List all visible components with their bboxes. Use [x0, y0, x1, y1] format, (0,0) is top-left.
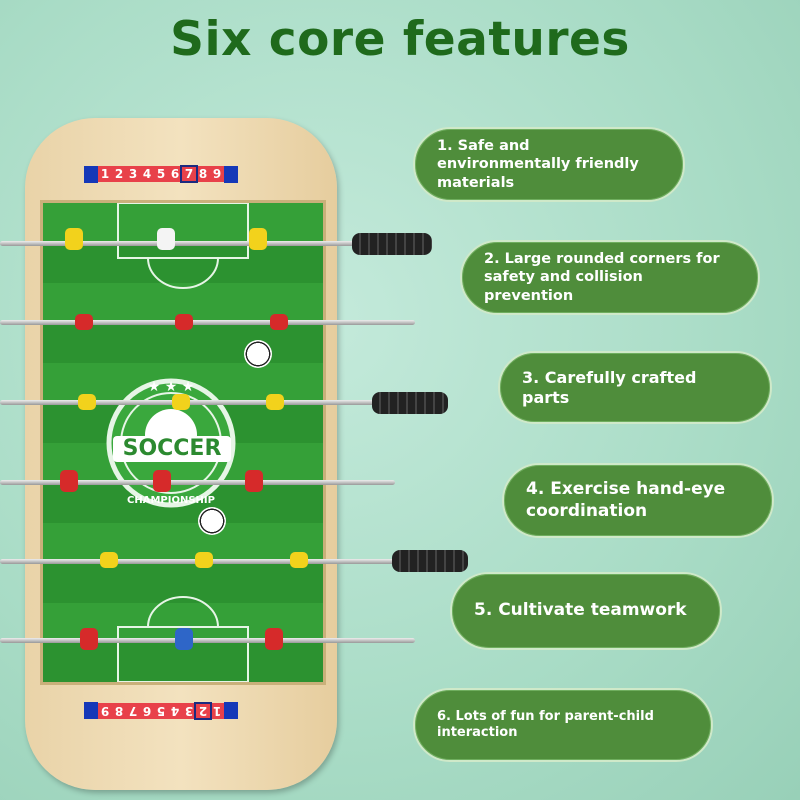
feature-pill-6: 6. Lots of fun for parent-child interact… [413, 688, 713, 762]
rod-handle-3[interactable] [372, 392, 448, 414]
score-digit: 4 [170, 704, 180, 718]
feature-text: 5. Cultivate teamwork [474, 600, 687, 621]
soccer-logo: SOCCER CHAMPIONSHIP ★ ★ ★ [113, 379, 231, 506]
rod-handle-1[interactable] [352, 233, 432, 255]
score-digit: 9 [212, 167, 222, 181]
player-yellow [100, 552, 118, 568]
score-digit: 7 [180, 165, 198, 183]
score-digit: 3 [184, 704, 194, 718]
player-red [153, 470, 171, 492]
score-digit: 1 [100, 167, 110, 181]
score-digit: 2 [114, 167, 124, 181]
ball [198, 507, 226, 535]
score-digit: 5 [156, 167, 166, 181]
player-yellow [65, 228, 83, 250]
ball [244, 340, 272, 368]
feature-text: 6. Lots of fun for parent-child interact… [437, 708, 654, 740]
player-red [175, 314, 193, 330]
feature-text: 2. Large rounded corners for safety and … [484, 251, 720, 304]
player-white [157, 228, 175, 250]
player-yellow [290, 552, 308, 568]
score-digit: 6 [170, 167, 180, 181]
svg-text:CHAMPIONSHIP: CHAMPIONSHIP [127, 495, 215, 506]
score-digit: 4 [142, 167, 152, 181]
score-slider-cap[interactable] [224, 165, 238, 183]
rod-4[interactable] [0, 480, 395, 485]
player-red [265, 628, 283, 650]
feature-pill-5: 5. Cultivate teamwork [450, 572, 722, 650]
score-digit: 8 [114, 704, 124, 718]
feature-text: 4. Exercise hand-eye coordination [526, 479, 726, 521]
score-digit: 5 [156, 704, 166, 718]
score-digit: 1 [212, 704, 222, 718]
score-digit: 9 [100, 704, 110, 718]
soccer-field: SOCCER CHAMPIONSHIP ★ ★ ★ [40, 200, 326, 685]
rod-2[interactable] [0, 320, 415, 325]
svg-text:★ ★ ★: ★ ★ ★ [148, 379, 195, 395]
player-red [270, 314, 288, 330]
field-markings: SOCCER CHAMPIONSHIP ★ ★ ★ [106, 203, 249, 682]
score-slider-cap[interactable] [224, 702, 238, 720]
feature-pill-4: 4. Exercise hand-eye coordination [502, 463, 774, 538]
player-red [75, 314, 93, 330]
score-digit: 3 [128, 167, 138, 181]
svg-text:SOCCER: SOCCER [123, 436, 222, 461]
score-digit: 8 [198, 167, 208, 181]
player-yellow [266, 394, 284, 410]
rod-handle-5[interactable] [392, 550, 468, 572]
player-yellow [249, 228, 267, 250]
score-digit: 2 [194, 702, 212, 720]
player-yellow [195, 552, 213, 568]
player-red [245, 470, 263, 492]
feature-pill-1: 1. Safe and environmentally friendly mat… [413, 127, 685, 202]
feature-text: 3. Carefully crafted parts [522, 367, 697, 407]
feature-pill-3: 3. Carefully crafted parts [498, 351, 772, 424]
feature-text: 1. Safe and environmentally friendly mat… [437, 138, 639, 191]
rod-6[interactable] [0, 638, 415, 643]
score-digit: 6 [142, 704, 152, 718]
player-yellow [172, 394, 190, 410]
score-digit: 7 [128, 704, 138, 718]
player-yellow [78, 394, 96, 410]
page-title: Six core features [170, 12, 630, 67]
player-blue [175, 628, 193, 650]
score-slider-cap[interactable] [84, 165, 98, 183]
score-slider-cap[interactable] [84, 702, 98, 720]
rod-1[interactable] [0, 241, 355, 246]
player-red [80, 628, 98, 650]
feature-pill-2: 2. Large rounded corners for safety and … [460, 240, 760, 315]
player-red [60, 470, 78, 492]
